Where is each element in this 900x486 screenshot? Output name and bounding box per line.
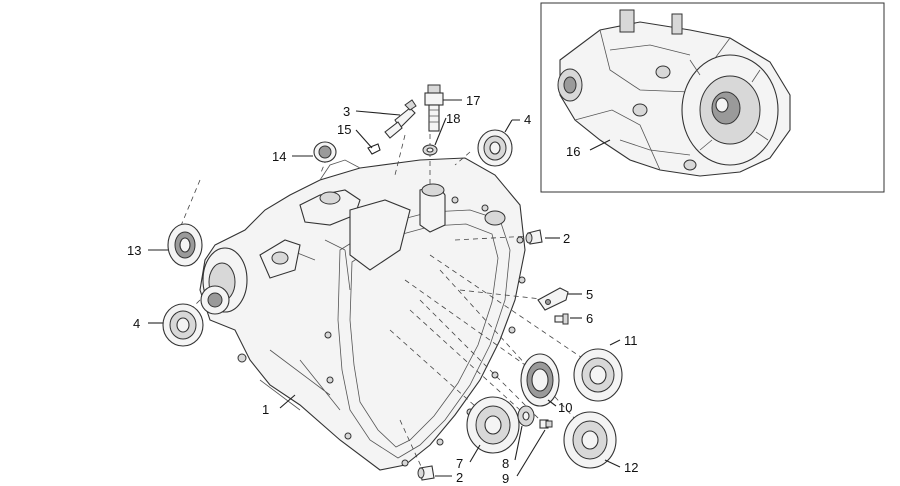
callout-14: 14 xyxy=(272,149,286,164)
callout-12: 12 xyxy=(624,460,638,475)
leader-lines xyxy=(148,99,621,477)
bearing-4-top xyxy=(477,129,513,167)
callout-10: 10 xyxy=(558,400,572,415)
washer-8 xyxy=(517,405,535,427)
gearbox-housing xyxy=(199,157,526,471)
bearing-11 xyxy=(573,348,623,402)
callout-4-left: 4 xyxy=(133,316,140,331)
callout-13: 13 xyxy=(127,243,141,258)
switch-3 xyxy=(384,99,417,139)
bearing-7 xyxy=(466,396,520,454)
callout-18: 18 xyxy=(446,111,460,126)
callout-6: 6 xyxy=(586,311,593,326)
breather-17 xyxy=(424,84,444,132)
bearing-4-left xyxy=(162,303,204,347)
callout-7: 7 xyxy=(456,456,463,471)
callout-15: 15 xyxy=(337,122,351,137)
assembled-gearbox xyxy=(557,9,791,177)
seal-13 xyxy=(167,223,203,267)
callout-1: 1 xyxy=(262,402,269,417)
callout-2-lower: 2 xyxy=(456,470,463,485)
dowel-2-lower xyxy=(417,465,435,481)
callout-17: 17 xyxy=(466,93,480,108)
clip-15 xyxy=(367,143,381,155)
callout-16: 16 xyxy=(566,144,580,159)
callout-5: 5 xyxy=(586,287,593,302)
seal-10 xyxy=(520,353,560,407)
callout-9: 9 xyxy=(502,471,509,486)
callout-11: 11 xyxy=(624,333,638,348)
washer-18 xyxy=(422,144,438,156)
bearing-12 xyxy=(563,411,617,469)
seal-14 xyxy=(313,141,337,163)
callout-2-upper: 2 xyxy=(563,231,570,246)
plate-5 xyxy=(537,287,569,311)
dowel-2-upper xyxy=(525,229,543,245)
bolt-9 xyxy=(539,419,553,429)
callout-8: 8 xyxy=(502,456,509,471)
callout-3: 3 xyxy=(343,104,350,119)
callout-4-top: 4 xyxy=(524,112,531,127)
screw-6 xyxy=(554,313,569,325)
